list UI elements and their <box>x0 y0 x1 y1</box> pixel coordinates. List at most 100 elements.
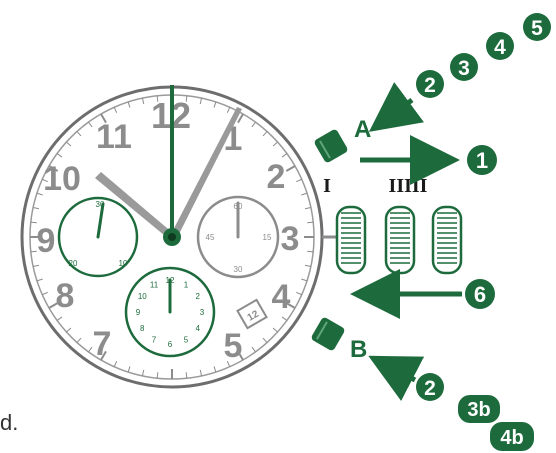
minute-tick <box>199 97 203 105</box>
minute-tick <box>32 264 40 268</box>
bottom-subdial-label: 7 <box>152 336 157 345</box>
arrow-press-pusher-b <box>368 355 425 401</box>
minute-tick <box>285 302 296 309</box>
numeral-4: 4 <box>272 278 291 316</box>
numeral-3: 3 <box>281 220 300 258</box>
numeral-8: 8 <box>56 277 75 315</box>
minute-tick <box>48 165 59 172</box>
minute-tick <box>88 346 93 353</box>
minute-tick <box>113 107 118 113</box>
step-badge-bottom-3b: 3b <box>458 395 500 423</box>
minute-tick <box>296 291 302 296</box>
minute-tick <box>185 95 188 102</box>
minute-tick <box>304 264 312 268</box>
left-subdial: 30 10 20 <box>57 196 139 278</box>
right-subdial-label-15: 15 <box>263 233 272 242</box>
pusher-label-a: A <box>354 116 371 143</box>
step-badge-top-2: 2 <box>416 70 444 98</box>
step-badge-bottom-4b: 4b <box>490 422 534 451</box>
date-window-value: 12 <box>246 308 262 323</box>
step-badge-top-4-circle <box>486 32 514 60</box>
step-badge-top-3-label: 3 <box>458 57 470 80</box>
bottom-subdial-label: 9 <box>136 308 141 317</box>
crown-2-ridges <box>437 212 457 264</box>
bottom-subdial-label: 4 <box>195 324 200 333</box>
bottom-subdial-label: 8 <box>140 324 145 333</box>
step-badge-6-label: 6 <box>474 282 486 307</box>
step-badge-bottom-2-circle <box>416 373 444 401</box>
minute-tick <box>56 316 63 321</box>
crown-position-0 <box>335 205 367 275</box>
pusher-a <box>314 129 348 163</box>
minute-tick <box>100 113 107 124</box>
numeral-11: 11 <box>96 118 132 156</box>
minute-tick <box>76 131 82 137</box>
crown-position-label-2: IIIII <box>389 175 428 197</box>
right-subdial-label-45: 45 <box>206 233 215 242</box>
numeral-9: 9 <box>37 222 56 260</box>
bottom-subdial-label: 11 <box>150 280 159 289</box>
crown-1-ridges <box>390 212 410 264</box>
minute-tick <box>56 153 63 158</box>
minute-tick <box>226 361 231 367</box>
step-badge-top-5: 5 <box>523 13 551 41</box>
bottom-subdial-label: 5 <box>184 336 189 345</box>
minute-tick <box>113 361 118 367</box>
minute-tick <box>30 250 37 253</box>
minute-tick <box>251 121 256 128</box>
bottom-subdial-label: 2 <box>195 292 200 301</box>
crown-assembly: I IIIII <box>322 175 463 275</box>
minute-tick <box>156 372 159 379</box>
minute-tick <box>141 369 145 377</box>
minute-tick <box>301 192 308 196</box>
center-pin-cap <box>168 233 176 241</box>
step-badge-6: 6 <box>465 279 495 309</box>
numeral-5: 5 <box>224 327 243 365</box>
minute-tick <box>237 350 244 361</box>
minute-tick <box>141 97 145 105</box>
date-window-frame <box>236 298 268 330</box>
minute-tick <box>262 131 268 137</box>
pusher-b <box>311 317 345 351</box>
bottom-subdial-label: 10 <box>138 292 147 301</box>
minute-tick <box>156 95 159 102</box>
step-badge-1-label: 1 <box>476 148 488 173</box>
edge-text: d. <box>0 410 18 435</box>
minute-tick <box>127 366 131 373</box>
step-badge-top-2-circle <box>416 70 444 98</box>
pusher-b-body <box>311 317 345 351</box>
minute-tick <box>42 291 48 296</box>
left-subdial-label-10: 10 <box>119 259 128 268</box>
minute-tick <box>199 369 203 377</box>
left-subdial-label-30: 30 <box>96 200 105 209</box>
crown-position-1 <box>384 205 416 275</box>
step-badge-top-4-label: 4 <box>494 36 506 59</box>
minute-hand <box>170 107 242 240</box>
minute-tick <box>66 327 72 333</box>
crown-position-2 <box>431 205 463 275</box>
minute-tick <box>185 372 188 379</box>
step-badge-bottom-4b-shape <box>490 422 534 451</box>
minute-tick <box>226 107 231 113</box>
step-badge-top-4: 4 <box>486 32 514 60</box>
minute-tick <box>36 192 43 196</box>
pusher-b-grip <box>316 321 328 340</box>
minute-tick <box>66 141 72 147</box>
step-badge-6-circle <box>465 279 495 309</box>
watch-dial: 12 1 2 3 4 5 7 8 9 10 11 30 10 20 60 15 … <box>20 85 324 389</box>
minute-tick <box>285 165 296 172</box>
minute-tick <box>281 153 288 158</box>
bottom-subdial: 121234567891011 <box>124 266 216 358</box>
minute-tick <box>213 101 217 108</box>
pusher-a-body <box>314 129 348 163</box>
minute-tick <box>127 101 131 108</box>
step-badge-top-5-label: 5 <box>531 17 543 40</box>
minute-tick <box>76 337 82 343</box>
numeral-2: 2 <box>267 158 286 196</box>
pusher-a-grip <box>319 140 331 159</box>
minute-tick <box>304 206 312 210</box>
minute-tick <box>100 350 107 361</box>
left-subdial-label-20: 20 <box>69 259 78 268</box>
arrow-press-pusher-a <box>368 82 424 132</box>
